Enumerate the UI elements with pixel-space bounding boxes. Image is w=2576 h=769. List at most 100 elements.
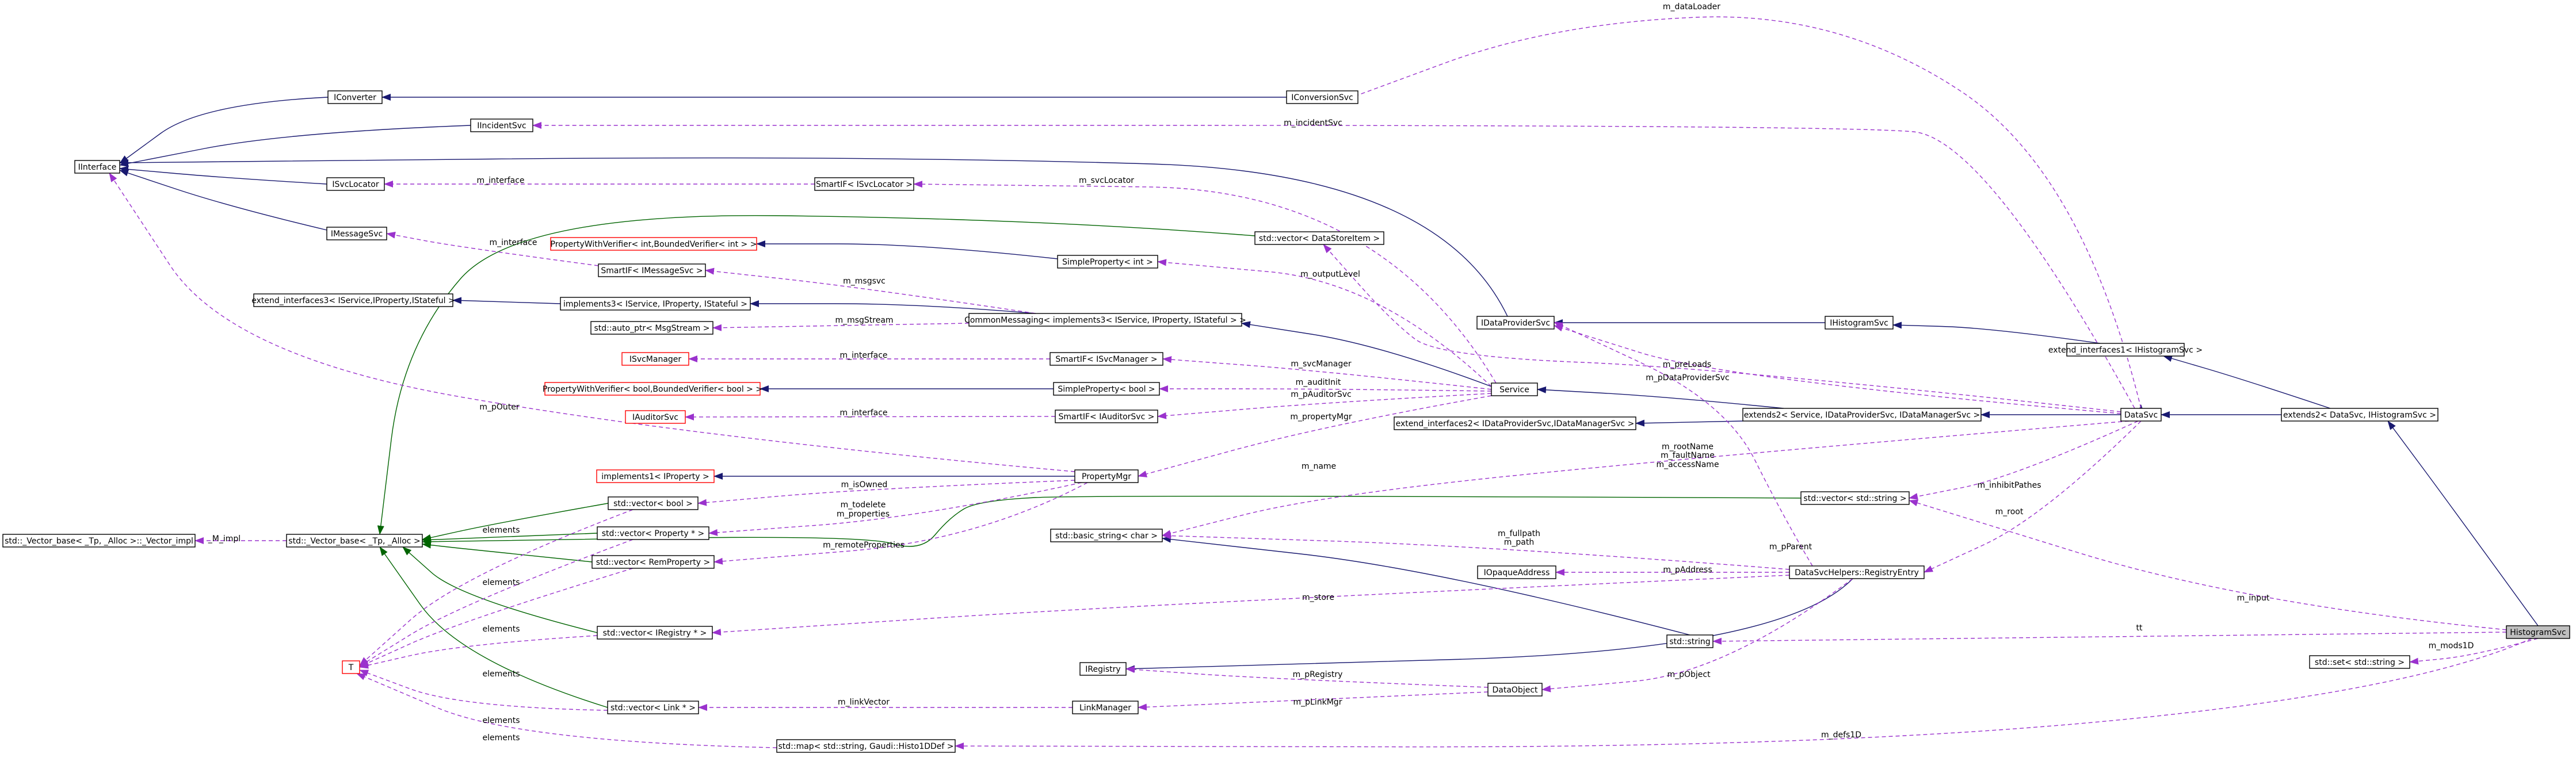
node-iincidentsvc[interactable]: IIncidentSvc xyxy=(470,118,533,132)
edge-label-propertymgr: m_propertyMgr xyxy=(1290,412,1352,422)
node-service[interactable]: Service xyxy=(1491,382,1538,396)
node-box xyxy=(597,526,709,540)
node-extends2[interactable]: extends2< DataSvc, IHistogramSvc > xyxy=(2281,408,2438,422)
node-iconverter[interactable]: IConverter xyxy=(327,90,383,104)
node-isvcmanager[interactable]: ISvcManager xyxy=(621,352,689,366)
node-box xyxy=(1476,316,1555,330)
edge-service-to-commonmessaging xyxy=(1241,321,1492,387)
node-label: CommonMessaging< implements3< IService, … xyxy=(964,316,1246,325)
node-label: extends2< Service, IDataProviderSvc, IDa… xyxy=(1744,411,1980,420)
node-box xyxy=(2120,408,2162,422)
node-simpleproperty-bool[interactable]: SimpleProperty< bool > xyxy=(1053,382,1160,396)
node-extend-interfaces2[interactable]: extend_interfaces2< IDataProviderSvc,IDa… xyxy=(1394,416,1636,430)
edge-propertymgr-to-vector-bool xyxy=(697,480,1075,506)
node-box xyxy=(1055,410,1158,423)
node-simpleproperty-int[interactable]: SimpleProperty< int > xyxy=(1057,255,1158,269)
edge-extend-interfaces1-to-ihistogramsvc xyxy=(1892,322,2101,344)
node-iauditorsvc[interactable]: IAuditorSvc xyxy=(625,410,686,424)
edge-label-paddress: m_pAddress xyxy=(1663,565,1712,575)
node-label: ISvcLocator xyxy=(332,180,379,189)
node-box xyxy=(2066,343,2185,357)
node-commonmessaging[interactable]: CommonMessaging< implements3< IService, … xyxy=(964,313,1246,327)
node-string[interactable]: std::string xyxy=(1666,634,1713,648)
node-imessagesvc[interactable]: IMessageSvc xyxy=(326,227,387,240)
edge-smartif-imessagesvc-to-imessagesvc xyxy=(386,231,599,266)
node-box xyxy=(968,313,1242,327)
nodes-layer: HistogramSvc extends2< DataSvc, IHistogra… xyxy=(2,90,2570,753)
edge-datasvc-to-iincidentsvc xyxy=(532,122,2135,409)
node-smartif-iauditorsvc[interactable]: SmartIF< IAuditorSvc > xyxy=(1055,410,1158,423)
node-box xyxy=(1491,382,1538,396)
node-ihistogramsvc[interactable]: IHistogramSvc xyxy=(1825,316,1894,330)
node-vector-string[interactable]: std::vector< std::string > xyxy=(1800,491,1910,505)
node-basic-string[interactable]: std::basic_string< char > xyxy=(1050,529,1163,542)
node-smartif-isvcmanager[interactable]: SmartIF< ISvcManager > xyxy=(1050,352,1163,366)
edge-commonmessaging-to-implements3 xyxy=(750,300,1036,314)
edge-registryentry-to-basic-string xyxy=(1162,532,1790,570)
node-vector-datastoreitem[interactable]: std::vector< DataStoreItem > xyxy=(1254,231,1384,245)
node-iinterface[interactable]: IInterface xyxy=(74,160,120,174)
edge-label-incidentsvc: m_incidentSvc xyxy=(1284,118,1342,128)
node-idataprovidersvc[interactable]: IDataProviderSvc xyxy=(1476,316,1555,330)
node-box xyxy=(2,534,196,548)
node-label: PropertyWithVerifier< int,BoundedVerifie… xyxy=(551,240,757,249)
node-isvclocator[interactable]: ISvcLocator xyxy=(326,177,385,191)
edge-label-plinkmgr: m_pLinkMgr xyxy=(1293,698,1342,707)
node-label: std::vector< IRegistry * > xyxy=(603,629,707,638)
node-extend-interfaces1[interactable]: extend_interfaces1< IHistogramSvc > xyxy=(2048,343,2203,357)
node-datasvc[interactable]: DataSvc xyxy=(2120,408,2162,422)
edge-isvclocator-to-iinterface xyxy=(119,166,327,185)
node-histogramsvc[interactable]: HistogramSvc xyxy=(2506,625,2570,639)
node-box xyxy=(1079,662,1127,676)
edge-label-interface3: m_interface xyxy=(839,351,887,360)
node-extends2svc[interactable]: extends2< Service, IDataProviderSvc, IDa… xyxy=(1742,408,1982,422)
edge-vector-link-to-t xyxy=(359,669,608,711)
edge-label-svclocator: m_svcLocator xyxy=(1079,176,1134,185)
node-label: IConversionSvc xyxy=(1291,93,1353,102)
node-extend-interfaces3[interactable]: extend_interfaces3< IService,IProperty,I… xyxy=(251,293,455,307)
node-vector-bool[interactable]: std::vector< bool > xyxy=(608,496,699,510)
edge-label-linkvector: m_linkVector xyxy=(838,698,890,707)
edge-datasvc-to-basic-string xyxy=(1162,420,2130,537)
edge-iconverter-to-iinterface xyxy=(119,97,329,164)
node-vector-link[interactable]: std::vector< Link * > xyxy=(607,701,699,714)
node-registryentry[interactable]: DataSvcHelpers::RegistryEntry xyxy=(1789,565,1925,579)
node-iopaqueaddress[interactable]: IOpaqueAddress xyxy=(1477,565,1556,579)
edge-label-pregistry: m_pRegistry xyxy=(1293,670,1343,679)
node-smartif-imessagesvc[interactable]: SmartIF< IMessageSvc > xyxy=(598,263,706,277)
edge-label-store: m_store xyxy=(1302,593,1334,602)
node-iconversionsvc[interactable]: IConversionSvc xyxy=(1286,90,1358,104)
node-box xyxy=(814,177,914,191)
node-propertymgr[interactable]: PropertyMgr xyxy=(1074,469,1139,483)
node-label: std::_Vector_base< _Tp, _Alloc >::_Vecto… xyxy=(5,537,193,546)
node-propertywithverifier-bool[interactable]: PropertyWithVerifier< bool,BoundedVerifi… xyxy=(543,382,762,396)
edge-label-auditinit: m_auditInit xyxy=(1296,378,1341,387)
node-implements3[interactable]: implements3< IService, IProperty, IState… xyxy=(560,297,751,311)
edge-propertymgr-to-iinterface xyxy=(109,173,1075,472)
node-linkmanager[interactable]: LinkManager xyxy=(1072,701,1139,714)
node-vector-base-impl[interactable]: std::_Vector_base< _Tp, _Alloc >::_Vecto… xyxy=(2,534,196,548)
node-label: extend_interfaces3< IService,IProperty,I… xyxy=(251,296,455,305)
node-auto-ptr[interactable]: std::auto_ptr< MsgStream > xyxy=(590,321,713,335)
node-dataobject[interactable]: DataObject xyxy=(1487,683,1543,697)
node-propertywithverifier-int[interactable]: PropertyWithVerifier< int,BoundedVerifie… xyxy=(550,237,757,251)
node-implements1[interactable]: implements1< IProperty > xyxy=(596,469,715,483)
edge-propertymgr-to-vector-remproperty xyxy=(713,482,1088,565)
node-box xyxy=(1666,634,1713,648)
node-box xyxy=(1050,529,1163,542)
edge-vector-remproperty-to-base xyxy=(422,541,593,563)
node-box xyxy=(1050,352,1163,366)
node-vector-remproperty[interactable]: std::vector< RemProperty > xyxy=(591,555,715,569)
node-vector-iregistry[interactable]: std::vector< IRegistry * > xyxy=(597,626,713,640)
node-iregistry[interactable]: IRegistry xyxy=(1079,662,1127,676)
node-t-param[interactable]: T xyxy=(342,660,360,674)
node-box xyxy=(2506,625,2570,639)
node-box xyxy=(2309,655,2410,669)
node-box xyxy=(1825,316,1894,330)
node-vector-property[interactable]: std::vector< Property * > xyxy=(597,526,709,540)
node-map-hists[interactable]: std::map< std::string, Gaudi::Histo1DDef… xyxy=(776,739,956,753)
node-vector-base[interactable]: std::_Vector_base< _Tp, _Alloc > xyxy=(286,534,423,548)
edge-label-tt: tt xyxy=(2136,623,2143,633)
node-smartif-isvclocator[interactable]: SmartIF< ISvcLocator > xyxy=(814,177,914,191)
node-set-string[interactable]: std::set< std::string > xyxy=(2309,655,2410,669)
